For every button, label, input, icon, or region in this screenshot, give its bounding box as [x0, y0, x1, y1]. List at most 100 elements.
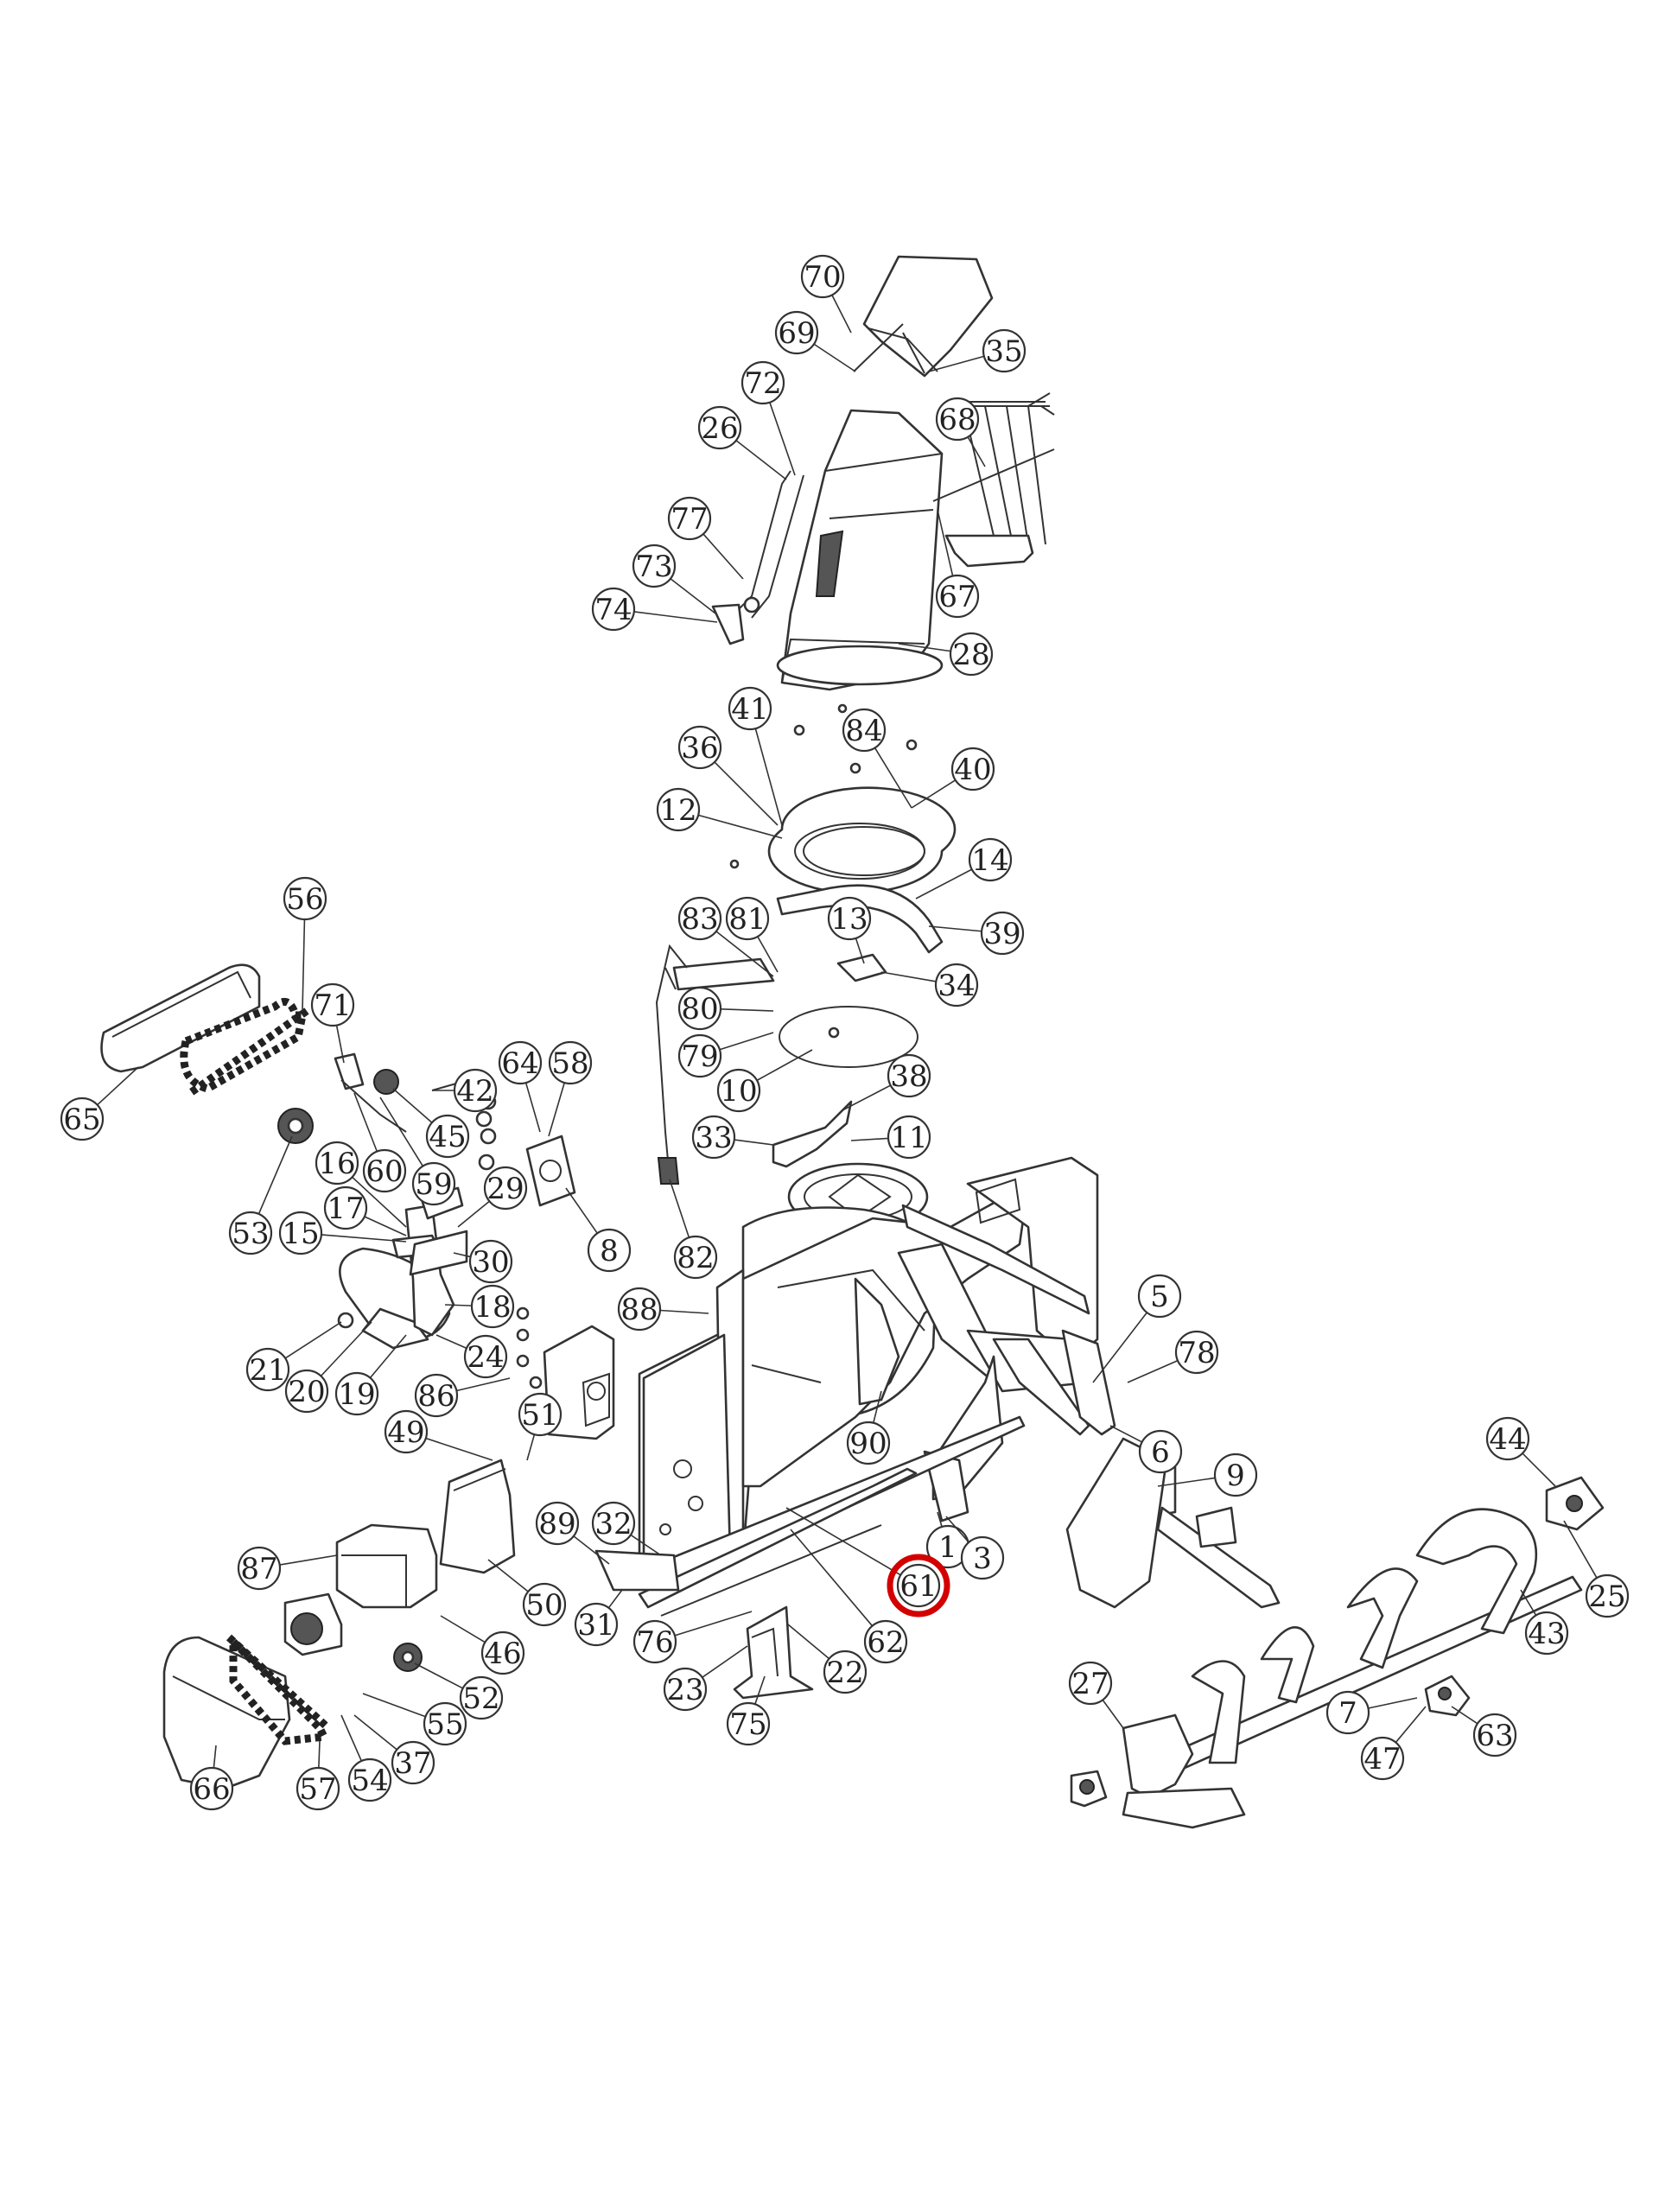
callout-balloon [1585, 1573, 1630, 1618]
callout-leader-line [340, 1714, 363, 1762]
callout-label: 83 [681, 902, 718, 937]
callout-label: 73 [635, 550, 672, 584]
callout-1: 1 [925, 1511, 970, 1569]
callout-balloon [800, 254, 845, 299]
wear-strip-part [638, 1467, 918, 1609]
callout-balloon [1138, 1429, 1183, 1474]
gusset-plate-part [594, 1549, 680, 1592]
callout-balloon [677, 986, 722, 1031]
callout-balloon [632, 543, 677, 588]
callout-leader-line [715, 931, 774, 977]
callout-balloon [774, 310, 819, 355]
callout-balloon [726, 1701, 771, 1746]
callout-77: 77 [667, 496, 744, 580]
callout-balloon [283, 876, 327, 921]
callout-56: 56 [283, 876, 327, 1012]
callout-81: 81 [725, 896, 779, 973]
callout-leader-line [697, 814, 783, 839]
callout-55: 55 [362, 1693, 467, 1746]
callout-leader-line [754, 728, 783, 826]
callout-label: 34 [938, 969, 975, 1003]
callout-balloon [887, 1053, 931, 1098]
chute-guard-part [932, 392, 1055, 568]
callout-17: 17 [323, 1185, 407, 1236]
callout-label: 68 [938, 403, 976, 437]
callout-83: 83 [677, 896, 774, 977]
callout-label: 41 [731, 692, 768, 727]
callout-leader-line [364, 1216, 407, 1236]
callout-label: 44 [1489, 1422, 1526, 1457]
callout-86: 86 [414, 1373, 511, 1418]
callout-balloon [663, 1667, 708, 1712]
skid-shoe-part [733, 1605, 814, 1700]
callout-29: 29 [457, 1166, 528, 1228]
callout-18: 18 [444, 1284, 515, 1329]
callout-leader-line [873, 1390, 882, 1423]
callout-leader-line [630, 1534, 662, 1556]
callout-20: 20 [284, 1321, 372, 1414]
callout-31: 31 [574, 1589, 623, 1647]
callout-53: 53 [228, 1135, 293, 1255]
callout-leader-line [720, 1008, 774, 1012]
callout-leader-line [633, 611, 718, 623]
callout-label: 31 [577, 1608, 614, 1643]
callout-label: 25 [1588, 1580, 1625, 1614]
callout-label: 66 [193, 1772, 230, 1807]
callout-leader-line [967, 436, 986, 467]
callout-59: 59 [379, 1096, 456, 1206]
callout-label: 76 [636, 1625, 673, 1660]
callout-label: 87 [240, 1552, 277, 1586]
callout-balloon [716, 1068, 761, 1113]
callout-50: 50 [487, 1559, 567, 1627]
callout-balloon [347, 1758, 392, 1802]
hitch-frame-part [897, 1204, 1116, 1522]
callout-leader-line [414, 1662, 464, 1689]
callout-41: 41 [728, 686, 783, 826]
callout-leader-line [565, 1187, 598, 1234]
callout-leader-line [435, 1334, 467, 1350]
callout-label: 38 [890, 1059, 927, 1094]
callout-leader-line [735, 440, 787, 480]
callout-label: 79 [681, 1039, 718, 1074]
callout-balloon [60, 1096, 105, 1141]
callout-balloon [591, 1501, 636, 1546]
callout-26: 26 [697, 405, 787, 480]
callout-14: 14 [915, 837, 1013, 899]
callout-leader-line [670, 578, 716, 614]
callout-11: 11 [850, 1115, 931, 1160]
callout-72: 72 [741, 360, 796, 476]
callout-leader-line [318, 1740, 321, 1769]
callout-label: 1 [938, 1530, 957, 1565]
callout-label: 21 [249, 1353, 286, 1388]
callout-62: 62 [790, 1529, 908, 1664]
callout-label: 90 [849, 1427, 887, 1461]
callout-leader-line [911, 779, 957, 809]
callout-label: 86 [417, 1379, 454, 1414]
callout-leader-line [756, 1049, 813, 1082]
callout-leader-line [1522, 1452, 1556, 1487]
callout-leader-line [787, 1624, 830, 1660]
callout-balloon [411, 1161, 456, 1206]
callout-66: 66 [189, 1745, 234, 1811]
callout-leader-line [880, 971, 937, 982]
callout-5: 5 [1092, 1274, 1182, 1383]
callout-leader-line [831, 295, 852, 334]
callout-leader-line [842, 1084, 892, 1111]
auger-assembly-part [1122, 1508, 1583, 1829]
callout-label: 11 [890, 1121, 927, 1155]
callout-leader-line [352, 1176, 407, 1228]
callout-leader-line [719, 1032, 774, 1051]
callout-52: 52 [414, 1662, 504, 1720]
callout-label: 39 [983, 917, 1020, 951]
callout-leader-line [353, 1714, 397, 1751]
callout-leader-line [573, 1535, 610, 1565]
callout-balloon [934, 963, 979, 1007]
callout-leader-line [769, 402, 796, 476]
callout-balloon [459, 1675, 504, 1720]
callout-34: 34 [880, 963, 979, 1007]
callout-label: 52 [462, 1681, 499, 1716]
callout-balloon [1472, 1713, 1517, 1758]
callout-balloon [522, 1582, 567, 1627]
callout-balloon [284, 1369, 329, 1414]
parts-illustration [100, 255, 1605, 1829]
